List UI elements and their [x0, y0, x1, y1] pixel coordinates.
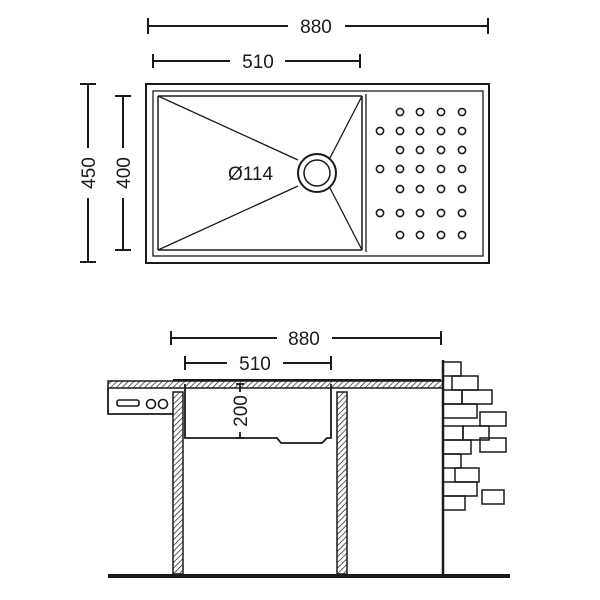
drainboard-hole [436, 107, 446, 117]
drainboard-hole [415, 107, 425, 117]
drainboard-hole [436, 126, 446, 136]
drainboard-hole [436, 164, 446, 174]
drainboard-hole [395, 107, 405, 117]
top-bowl-width-dimension: 510 [152, 52, 361, 73]
top-bowl-depth-dimension: 400 [114, 95, 135, 251]
drainboard-hole [375, 208, 385, 218]
drainboard-hole [415, 208, 425, 218]
drainboard-hole [375, 164, 385, 174]
drain-hole [297, 153, 337, 193]
side-overall-width-dimension: 880 [170, 329, 442, 350]
top-bowl-depth-label: 400 [114, 157, 135, 189]
drainboard-hole [436, 145, 446, 155]
side-bowl-width-label: 510 [239, 354, 271, 375]
top-overall-width-label: 880 [300, 17, 332, 38]
drainboard-hole [415, 126, 425, 136]
top-overall-depth-dimension: 450 [79, 83, 100, 263]
drainboard-hole [395, 145, 405, 155]
side-bowl-profile [184, 384, 332, 444]
side-bowl-height-label: 200 [231, 395, 252, 427]
side-view: 880 510 200 [107, 329, 510, 578]
cabinet-right-wall [336, 391, 348, 575]
drainboard-hole [436, 208, 446, 218]
drainboard-hole [395, 164, 405, 174]
side-overall-width-label: 880 [288, 329, 320, 350]
top-view: 880 510 450 400 [79, 17, 490, 264]
cabinet-left-wall [172, 391, 184, 575]
appliance-panel [107, 388, 173, 415]
drainboard-hole [395, 230, 405, 240]
brick-wall [441, 360, 507, 576]
sink-bowl [157, 94, 367, 252]
side-bowl-width-dimension: 510 [184, 354, 332, 375]
countertop [107, 380, 444, 389]
drainboard-hole [415, 184, 425, 194]
drainboard-hole [415, 164, 425, 174]
top-overall-width-dimension: 880 [147, 17, 489, 38]
sink-inner-rim [152, 90, 484, 257]
drainboard-hole [395, 208, 405, 218]
drainboard-hole [395, 184, 405, 194]
drainboard-hole [436, 184, 446, 194]
drainboard-hole [415, 145, 425, 155]
drainboard-hole [457, 230, 467, 240]
top-overall-depth-label: 450 [79, 157, 100, 189]
drainboard-hole [457, 208, 467, 218]
drainboard-hole [457, 164, 467, 174]
sink-outer-rim [145, 83, 490, 264]
drain-diameter-label: Ø114 [228, 164, 274, 185]
side-bowl-height-dimension: 200 [230, 383, 252, 439]
top-bowl-width-label: 510 [242, 52, 274, 73]
drainboard-hole [436, 230, 446, 240]
drainboard-hole [457, 145, 467, 155]
drainboard-hole [375, 126, 385, 136]
drainboard-holes [375, 107, 467, 240]
drainboard-hole [457, 107, 467, 117]
drainboard-hole [395, 126, 405, 136]
drainboard-hole [457, 184, 467, 194]
drainboard-hole [457, 126, 467, 136]
drainboard-hole [415, 230, 425, 240]
